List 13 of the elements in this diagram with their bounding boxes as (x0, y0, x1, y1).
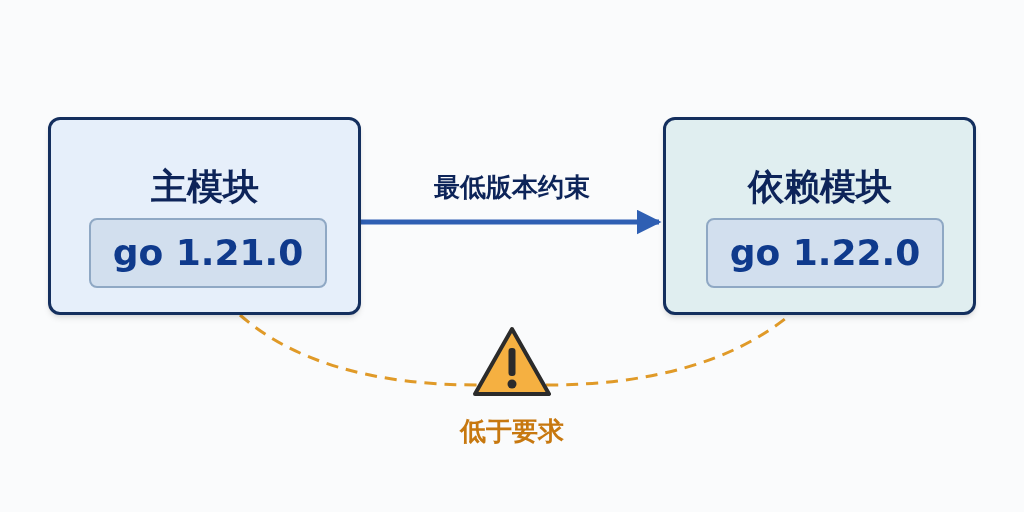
version-box (89, 218, 327, 288)
warning-label: 低于要求 (460, 415, 564, 448)
edge-label: 最低版本约束 (434, 171, 590, 204)
dashed-connector (239, 313, 479, 387)
version-text: go 1.21.0 (112, 231, 304, 275)
module-box (48, 117, 361, 315)
arrow (361, 209, 662, 235)
version-box (706, 218, 944, 288)
version-text: go 1.22.0 (729, 231, 921, 275)
module-title: 主模块 (149, 165, 260, 209)
warning-icon (472, 326, 552, 398)
module-title: 依赖模块 (746, 165, 893, 209)
module-box (663, 117, 976, 315)
